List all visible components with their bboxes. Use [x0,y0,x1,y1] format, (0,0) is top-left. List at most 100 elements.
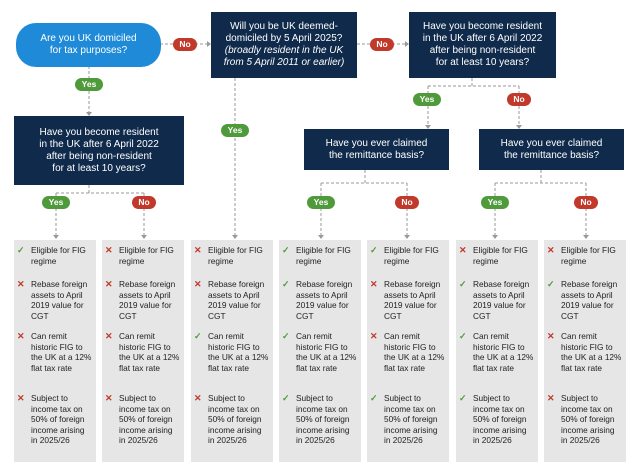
check-icon: ✓ [282,279,290,289]
q2-line-1: Will you be UK deemed- [230,21,338,32]
outcome-item: ✕Rebase foreign assets to April 2019 val… [17,279,93,331]
check-icon: ✓ [547,279,555,289]
cross-icon: ✕ [459,245,467,255]
q3-line-3: after being non-resident [429,45,536,56]
outcome-item: ✕ Can remit historic FIG to the UK at a 1… [17,331,93,393]
outcome-item: ✓Subject to income tax on 50% of foreign… [370,393,446,445]
check-icon: ✓ [282,393,290,403]
outcome-item: ✓Subject to income tax on 50% of foreign… [459,393,535,445]
outcome-item: ✕ Can remit historic FIG to the UK at a 1… [370,331,446,393]
outcome-column-1: ✓ Eligible for FIG regime ✕Rebase foreign … [14,240,96,462]
outcome-item: ✓ Eligible for FIG regime [17,245,93,279]
outcome-item: ✓ Rebase foreign assets to April 2019 val… [547,279,623,331]
outcome-text: Eligible for FIG regime [208,245,263,266]
q3-line-1: Have you become resident [423,21,542,32]
outcome-text: Can remit historic FIG to the UK at a 12… [208,331,269,373]
yes-pill-q1: Yes [75,78,103,91]
no-pill-q3: No [507,93,531,106]
question-resident-after-2022-right: Have you become resident in the UK after… [409,12,556,78]
check-icon: ✓ [459,331,467,341]
cross-icon: ✕ [547,393,555,403]
check-icon: ✓ [282,331,290,341]
q2-line-2: domiciled by 5 April 2025? [225,33,343,44]
cross-icon: ✕ [105,279,113,289]
outcome-item: ✕Subject to income tax on 50% of foreign… [105,393,181,445]
cross-icon: ✕ [194,393,202,403]
outcome-text: Can remit historic FIG to the UK at a 12… [31,331,92,373]
outcome-item: ✕Eligible for FIG regime [547,245,623,279]
outcome-item: ✕ Can remit historic FIG to the UK at a 1… [547,331,623,393]
outcome-item: ✓Eligible for FIG regime [282,245,358,279]
outcome-column-6: ✕Eligible for FIG regime✓Rebase foreign … [456,240,538,462]
outcome-item: ✓ Rebase foreign assets to April 2019 val… [282,279,358,331]
q4-line-4: for at least 10 years? [52,162,146,174]
no-pill-q5: No [395,196,419,209]
question-deemed-domiciled: Will you be UK deemed- domiciled by 5 Ap… [211,12,357,78]
outcome-item: ✕ Eligible for FIG regime [105,245,181,279]
yes-pill-q4: Yes [42,196,70,209]
cross-icon: ✕ [17,393,25,403]
check-icon: ✓ [459,279,467,289]
outcome-text: Eligible for FIG regime [119,245,174,266]
outcome-text: Rebase foreign assets to April 2019 valu… [119,279,176,321]
cross-icon: ✕ [17,331,25,341]
no-pill-q1: No [173,38,197,51]
q4-line-2: in the UK after 6 April 2022 [39,138,159,150]
q2-italic-2: from 5 April 2011 or earlier) [223,57,345,68]
cross-icon: ✕ [547,245,555,255]
outcome-item: ✕Eligible for FIG regime [194,245,270,279]
outcome-item: ✓ Can remit historic FIG to the UK at a 1… [459,331,535,393]
q1-line-2: for tax purposes? [49,45,128,56]
cross-icon: ✕ [370,331,378,341]
q4-line-3: after being non-resident [46,150,152,162]
check-icon: ✓ [370,393,378,403]
outcome-item: ✓Subject to income tax on 50% of foreign… [282,393,358,445]
outcome-text: Rebase foreign assets to April 2019 valu… [561,279,618,321]
cross-icon: ✕ [370,279,378,289]
outcome-item: ✓Can remit historic FIG to the UK at a 1… [282,331,358,393]
outcome-text: Eligible for FIG regime [384,245,439,266]
outcome-text: Eligible for FIG regime [296,245,351,266]
outcome-item: ✕Eligible for FIG regime [459,245,535,279]
outcome-column-3: ✕Eligible for FIG regime✕Rebase foreign … [191,240,273,462]
cross-icon: ✕ [547,331,555,341]
outcome-text: Rebase foreign assets to April 2019 valu… [296,279,353,321]
yes-pill-q6: Yes [481,196,509,209]
outcome-item: ✕ Rebase foreign assets to April 2019 val… [105,279,181,331]
outcome-text: Can remit historic FIG to the UK at a 12… [384,331,445,373]
outcome-item: ✕ Subject to income tax on 50% of foreign… [17,393,93,445]
question-resident-after-2022-left: Have you become resident in the UK after… [14,116,184,185]
no-pill-q4: No [132,196,156,209]
yes-pill-q3: Yes [413,93,441,106]
cross-icon: ✕ [194,279,202,289]
outcome-column-7: ✕Eligible for FIG regime✓ Rebase foreign … [544,240,626,462]
outcome-text: Can remit historic FIG to the UK at a 12… [119,331,180,373]
cross-icon: ✕ [105,331,113,341]
cross-icon: ✕ [105,393,113,403]
q2-italic-1: (broadly resident in the UK [224,45,344,56]
outcome-text: Subject to income tax on 50% of foreign … [473,393,527,445]
q3-line-4: for at least 10 years? [435,57,530,68]
outcome-text: Can remit historic FIG to the UK at a 12… [561,331,622,373]
q1-line-1: Are you UK domiciled [40,33,137,44]
yes-pill-q5: Yes [307,196,335,209]
outcome-item: ✕ Subject to income tax on 50% of foreign… [194,393,270,445]
yes-pill-q2: Yes [221,124,249,137]
outcome-text: Subject to income tax on 50% of foreign … [208,393,262,445]
outcome-text: Subject to income tax on 50% of foreign … [31,393,85,445]
outcome-text: Rebase foreign assets to April 2019 valu… [473,279,530,321]
outcome-column-5: ✓Eligible for FIG regime✕Rebase foreign … [367,240,449,462]
cross-icon: ✕ [105,245,113,255]
outcome-item: ✓ Rebase foreign assets to April 2019 val… [459,279,535,331]
question-remittance-basis-left: Have you ever claimed the remittance bas… [304,129,449,170]
outcome-item: ✕Rebase foreign assets to April 2019 val… [370,279,446,331]
outcome-text: Can remit historic FIG to the UK at a 12… [473,331,534,373]
no-pill-q2: No [370,38,394,51]
check-icon: ✓ [17,245,25,255]
outcome-item: ✓Eligible for FIG regime [370,245,446,279]
q5-line-1: Have you ever claimed [325,137,428,149]
outcome-text: Eligible for FIG regime [31,245,86,266]
no-pill-q6: No [574,196,598,209]
